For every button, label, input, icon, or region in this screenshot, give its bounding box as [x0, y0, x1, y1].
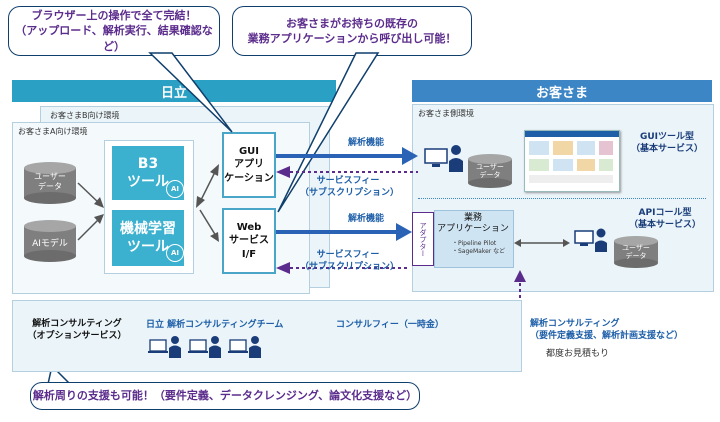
- hitachi-header-bar: 日立: [12, 80, 336, 102]
- adapter-box: アダプター: [412, 212, 434, 266]
- business-app-label: 業務 アプリケーション: [437, 213, 509, 235]
- monitor-icon: [424, 148, 448, 167]
- consultant-laptop-icon: [148, 336, 181, 358]
- browser-operation-bubble: ブラウザー上の操作で全て完結！ （アップロード、解析実行、結果確認など）: [8, 6, 220, 56]
- database-icon: [468, 154, 512, 188]
- ai-badge-icon: AI: [166, 180, 184, 198]
- ml-tool-label: 機械学習 ツール: [120, 220, 176, 255]
- consult-fee-label: コンサルフィー（一時金）: [336, 320, 444, 330]
- estimate-label: 都度お見積もり: [546, 349, 610, 359]
- analysis-label-bottom: 解析機能: [348, 214, 385, 224]
- ai-model-label: AIモデル: [32, 239, 68, 249]
- customer-user-data-cylinder: ユーザー データ: [468, 154, 512, 188]
- customer-user-data-label-2: ユーザー データ: [622, 244, 650, 261]
- env-b-label: お客さまB向け環境: [50, 111, 120, 120]
- consultant-laptop-icon: [188, 336, 221, 358]
- hitachi-title: 日立: [160, 85, 187, 101]
- consulting-right-title: 解析コンサルティング （要件定義支援、解析計画支援など）: [530, 319, 684, 342]
- user-data-label: ユーザー データ: [34, 172, 66, 191]
- user-data-cylinder: ユーザー データ: [24, 162, 76, 204]
- ai-badge-icon: AI: [166, 244, 184, 262]
- fee-label-top: サービスフィー （サブスクリプション）: [300, 176, 400, 198]
- env-a-label: お客さまA向け環境: [18, 127, 88, 136]
- business-app-box: [434, 210, 514, 268]
- b3-tool-label: B3 ツール: [127, 155, 169, 190]
- bidirectional-arrow: [514, 239, 570, 247]
- web-service-if-box: Web サービス I/F: [222, 208, 276, 274]
- database-icon: [24, 220, 76, 262]
- consulting-option-label: 解析コンサルティング （オプションサービス）: [27, 319, 127, 342]
- gui-application-box: GUI アプリ ケーション: [222, 132, 276, 198]
- api-type-label: APIコール型 （基本サービス）: [628, 208, 701, 230]
- gui-type-label: GUIツール型 （基本サービス）: [630, 132, 703, 154]
- customer-title: お客さま: [535, 85, 588, 101]
- database-icon: [614, 236, 658, 268]
- customer-divider: [418, 198, 706, 199]
- consulting-team-label: 日立 解析コンサルティングチーム: [146, 320, 284, 330]
- ml-tool-box: 機械学習 ツール: [112, 210, 184, 266]
- web-service-if-label: Web サービス I/F: [229, 221, 269, 260]
- consulting-panel: [12, 300, 522, 372]
- customer-app-bubble: お客さまがお持ちの既存の 業務アプリケーションから呼び出し可能！: [232, 6, 472, 56]
- customer-env-label: お客さま側環境: [418, 109, 474, 118]
- person-icon: [449, 145, 463, 172]
- consultant-laptop-icon: [228, 336, 261, 358]
- monitor-icon: [574, 230, 594, 246]
- business-app-examples: ・Pipeline Pilot ・SageMaker など: [452, 240, 506, 255]
- customer-user-data-cylinder-2: ユーザー データ: [614, 236, 658, 268]
- fee-label-bottom: サービスフィー （サブスクリプション）: [300, 250, 400, 272]
- support-bubble: 解析周りの支援も可能！（要件定義、データクレンジング、論文化支援など）: [30, 382, 420, 410]
- customer-header-bar: お客さま: [412, 80, 712, 102]
- analysis-label-top: 解析機能: [348, 138, 385, 148]
- gui-tool-screenshot: [524, 130, 620, 192]
- adapter-label: アダプター: [419, 221, 427, 257]
- ai-model-cylinder: AIモデル: [24, 220, 76, 262]
- gui-application-label: GUI アプリ ケーション: [224, 145, 274, 184]
- database-icon: [24, 162, 76, 204]
- person-icon: [595, 228, 607, 252]
- customer-user-data-label: ユーザー データ: [476, 163, 504, 180]
